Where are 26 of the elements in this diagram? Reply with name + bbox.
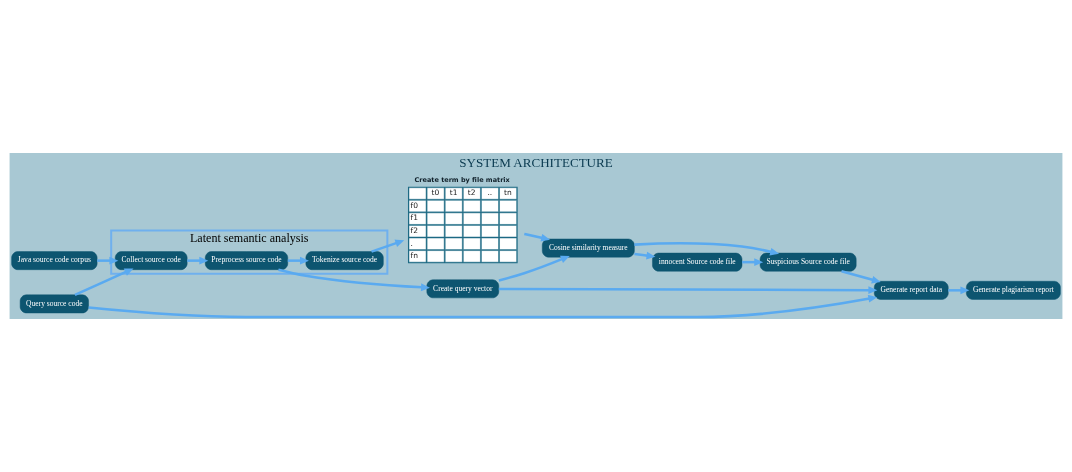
arrow bbox=[948, 286, 970, 295]
arrow bbox=[278, 268, 430, 292]
arrow bbox=[88, 294, 878, 319]
node-box: innocent Source code file bbox=[652, 252, 743, 272]
node-box: Suspicious Source code file bbox=[759, 252, 857, 272]
node-box: Create query vector bbox=[426, 279, 500, 299]
node-box: Tokenize source code bbox=[305, 251, 384, 270]
arrow bbox=[634, 251, 656, 260]
arrow bbox=[187, 256, 209, 265]
arrow bbox=[524, 232, 551, 242]
arrow bbox=[841, 270, 881, 284]
arrow bbox=[371, 239, 405, 253]
node-box: Generate report data bbox=[874, 281, 949, 300]
arrow bbox=[287, 256, 309, 265]
arrow bbox=[74, 268, 134, 296]
node-box: Preprocess source code bbox=[205, 251, 288, 270]
arrow bbox=[634, 242, 780, 256]
arrow bbox=[498, 286, 878, 295]
node-box: Collect source code bbox=[114, 251, 188, 270]
arrow bbox=[498, 255, 570, 282]
node-box: Cosine similarity measure bbox=[542, 238, 635, 258]
diagram-title: SYSTEM ARCHITECTURE bbox=[459, 155, 613, 171]
node-box: Java source code corpus bbox=[11, 251, 98, 270]
node-box: Query source code bbox=[19, 294, 89, 314]
arrow bbox=[97, 256, 119, 265]
node-box: Generate plagiarism report bbox=[966, 281, 1061, 300]
